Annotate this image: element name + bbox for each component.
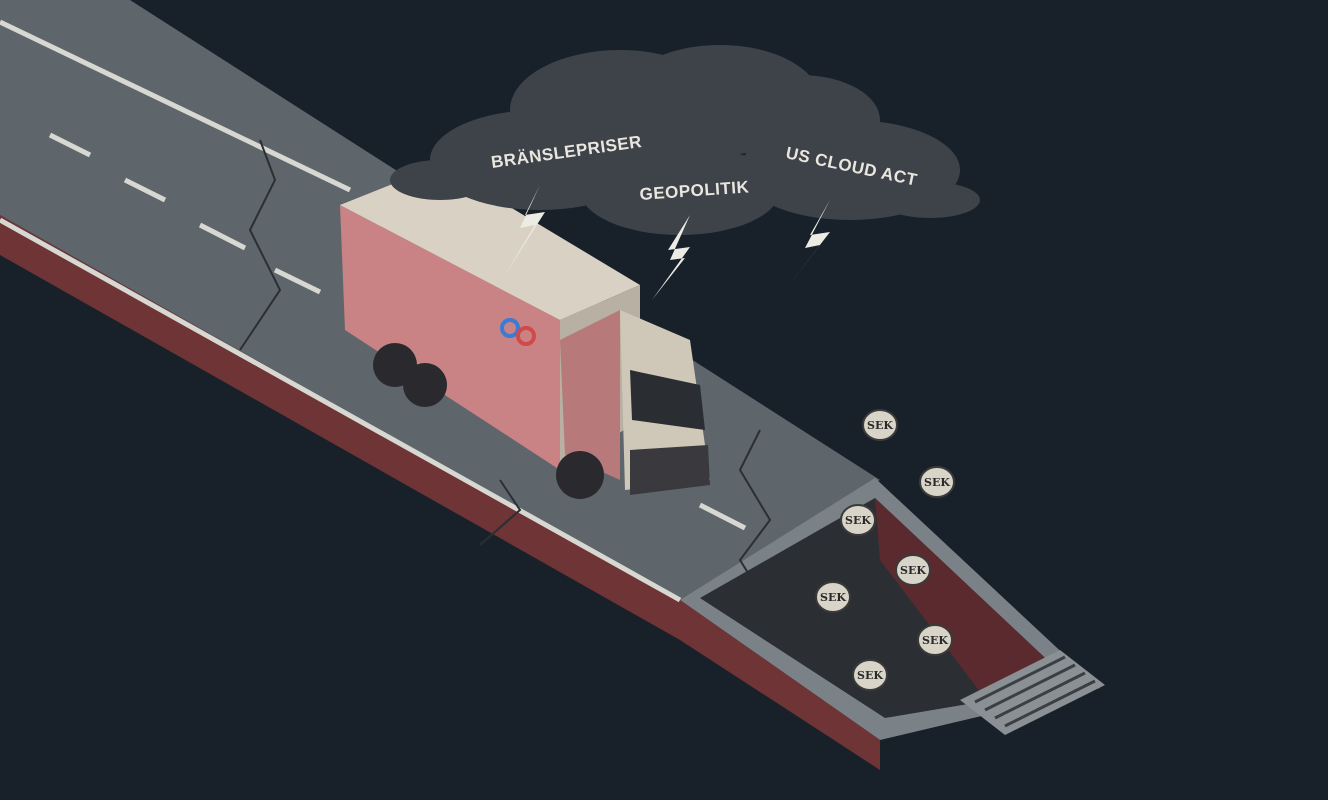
truck-wheel bbox=[403, 363, 447, 407]
storm-clouds bbox=[390, 45, 980, 235]
coin bbox=[919, 466, 955, 498]
truck-windshield bbox=[630, 370, 705, 430]
coin-label: SEK bbox=[922, 634, 948, 647]
drain-bars bbox=[974, 655, 1096, 728]
road-side bbox=[0, 215, 680, 640]
coin-label: SEK bbox=[845, 514, 871, 527]
coin bbox=[840, 504, 876, 536]
coin bbox=[862, 409, 898, 441]
coin-label: SEK bbox=[924, 476, 950, 489]
drain-grate bbox=[960, 650, 1105, 735]
truck-grille bbox=[630, 445, 710, 495]
coin-label: SEK bbox=[857, 669, 883, 682]
truck-box-top bbox=[340, 165, 640, 320]
coin bbox=[852, 659, 888, 691]
truck-cab-side bbox=[560, 310, 620, 480]
pit-front bbox=[680, 600, 880, 770]
truck bbox=[340, 165, 710, 499]
coin-label: SEK bbox=[820, 591, 846, 604]
lightning-icon bbox=[652, 215, 690, 300]
coin bbox=[917, 624, 953, 656]
logo-icon bbox=[500, 318, 536, 346]
coin-label: SEK bbox=[867, 419, 893, 432]
lightning-bolts bbox=[505, 185, 830, 300]
road-cracks bbox=[239, 139, 772, 601]
pit-wall bbox=[875, 498, 1075, 705]
lightning-icon bbox=[785, 200, 830, 290]
truck-box-side bbox=[340, 205, 560, 470]
lane-markings bbox=[0, 19, 747, 603]
coin-label: SEK bbox=[900, 564, 926, 577]
coins: SEK SEK SEK SEK SEK SEK SEK bbox=[815, 409, 955, 691]
truck-wheel bbox=[556, 451, 604, 499]
coin bbox=[815, 581, 851, 613]
coin bbox=[895, 554, 931, 586]
